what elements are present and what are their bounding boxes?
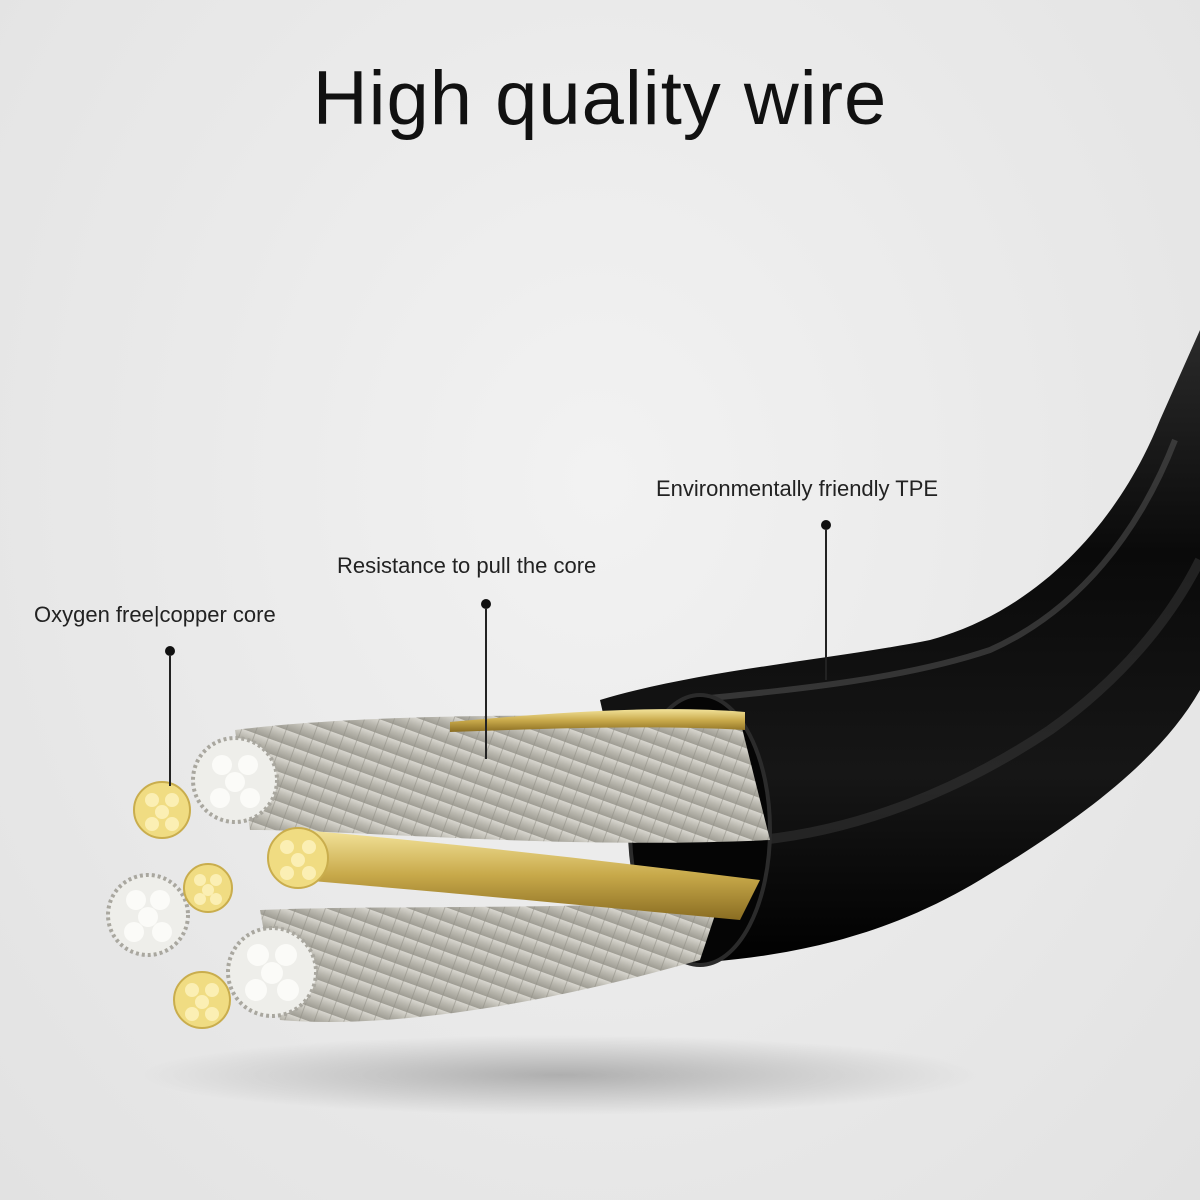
callout-line-copper-core <box>169 656 171 786</box>
copper-strand-end-2 <box>267 827 329 889</box>
jacket-highlight <box>689 438 1178 703</box>
copper-strand-end-3 <box>183 863 233 913</box>
callout-line-pull-resistance <box>485 609 487 759</box>
silver-strand-end-1 <box>191 736 279 824</box>
copper-strand-end-4 <box>173 971 231 1029</box>
callout-dot-copper-core <box>165 646 175 656</box>
callout-dot-tpe <box>821 520 831 530</box>
jacket-highlight-2 <box>759 557 1200 845</box>
silver-strand-bundle-top <box>235 715 770 843</box>
cable-shadow <box>140 1035 980 1115</box>
silver-strand-end-3 <box>226 926 318 1018</box>
callout-label-copper-core: Oxygen free|copper core <box>34 602 276 627</box>
callout-label-tpe: Environmentally friendly TPE <box>656 476 939 501</box>
callout-label-pull-resistance: Resistance to pull the core <box>337 553 597 578</box>
callout-line-tpe <box>825 530 827 680</box>
page-title: High quality wire <box>312 56 888 141</box>
gold-strand-top <box>450 709 745 732</box>
silver-strand-end-2 <box>106 873 190 957</box>
silver-strand-bundle-bottom <box>260 900 720 1022</box>
copper-strand-end-1 <box>133 781 191 839</box>
callout-dot-pull-resistance <box>481 599 491 609</box>
gold-strand-bundle <box>300 830 760 920</box>
